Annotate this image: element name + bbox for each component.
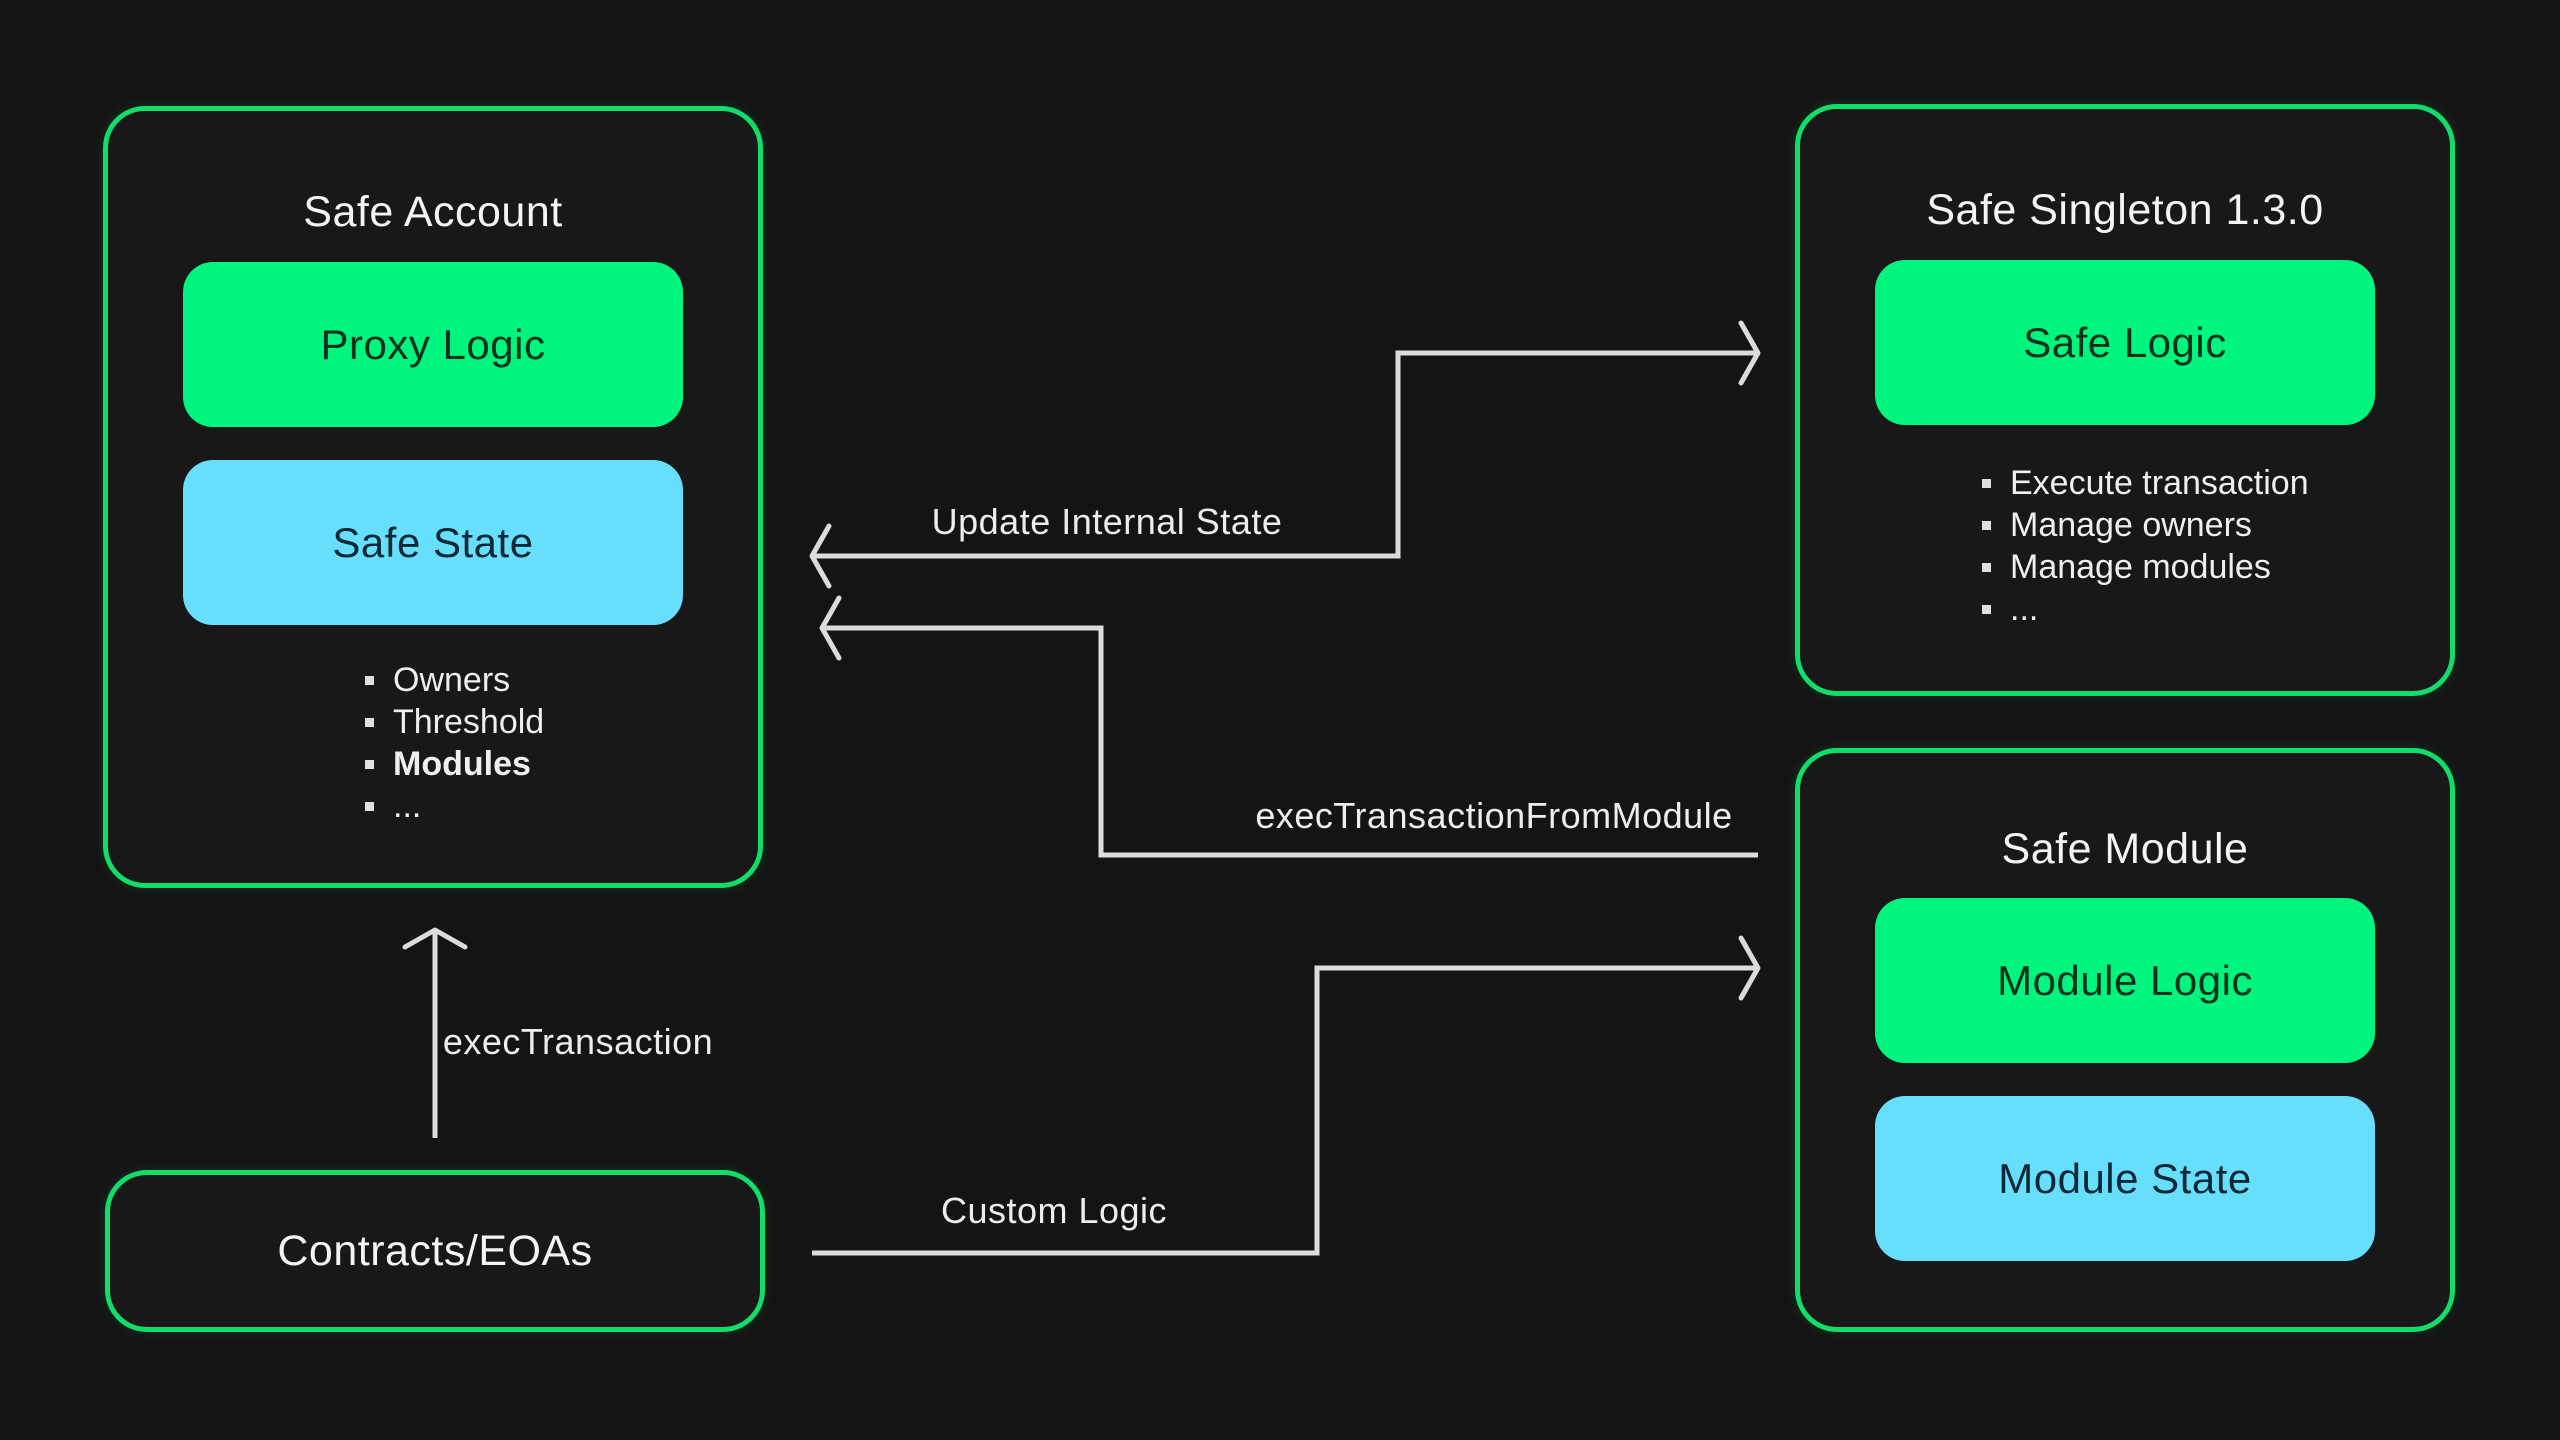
module-logic-chip: Module Logic bbox=[1875, 898, 2375, 1063]
contracts-eoas-title: Contracts/EOAs bbox=[277, 1226, 593, 1275]
proxy-logic-chip: Proxy Logic bbox=[183, 262, 683, 427]
list-item: Modules bbox=[364, 743, 544, 785]
arrow-custom-logic-line bbox=[812, 965, 1758, 1256]
safe-module-title: Safe Module bbox=[2001, 825, 2249, 873]
safe-singleton-bullet-list: Execute transaction Manage owners Manage… bbox=[1982, 462, 2309, 630]
module-logic-label: Module Logic bbox=[1997, 956, 2253, 1004]
arrowhead-right-into-singleton bbox=[1738, 320, 1761, 386]
safe-singleton-title: Safe Singleton 1.3.0 bbox=[1926, 186, 2324, 234]
arrow-update-internal-state-line bbox=[812, 350, 1758, 559]
exec-transaction-from-module-label: execTransactionFromModule bbox=[1255, 795, 1733, 836]
safe-account-title: Safe Account bbox=[303, 188, 563, 236]
list-item: Manage modules bbox=[1982, 546, 2309, 588]
list-item: Threshold bbox=[364, 703, 545, 741]
contracts-eoas-box: Contracts/EOAs bbox=[105, 1170, 765, 1332]
safe-singleton-box: Safe Singleton 1.3.0 Safe Logic Execute … bbox=[1795, 104, 2455, 696]
safe-state-chip: Safe State bbox=[183, 460, 683, 625]
module-state-label: Module State bbox=[1998, 1154, 2252, 1202]
arrow-exec-transaction-from-module-line bbox=[822, 625, 1758, 858]
list-item: Execute transaction bbox=[1982, 464, 2309, 502]
safe-account-box: Safe Account Proxy Logic Safe State Owne… bbox=[103, 106, 763, 888]
list-item: Manage owners bbox=[1982, 504, 2309, 546]
safe-logic-chip: Safe Logic bbox=[1875, 260, 2375, 425]
arrowhead-left-exec-transaction-from-module bbox=[819, 595, 842, 661]
module-state-chip: Module State bbox=[1875, 1096, 2375, 1261]
proxy-logic-label: Proxy Logic bbox=[320, 320, 546, 368]
arrowhead-right-custom-logic bbox=[1738, 935, 1761, 1001]
list-item: ... bbox=[1982, 588, 2309, 630]
exec-transaction-label: execTransaction bbox=[442, 1021, 714, 1062]
arrowhead-up-exec-transaction bbox=[402, 927, 468, 950]
safe-module-box: Safe Module Module Logic Module State bbox=[1795, 748, 2455, 1332]
safe-state-label: Safe State bbox=[332, 518, 534, 566]
update-internal-state-label: Update Internal State bbox=[931, 501, 1283, 542]
arrowhead-left-update-internal-state bbox=[809, 523, 832, 589]
list-item: ... bbox=[364, 785, 544, 827]
custom-logic-label: Custom Logic bbox=[940, 1190, 1168, 1231]
safe-logic-label: Safe Logic bbox=[2023, 318, 2227, 366]
list-item: Owners bbox=[364, 659, 544, 701]
safe-account-bullet-list: Owners Threshold Modules ... bbox=[364, 659, 545, 827]
